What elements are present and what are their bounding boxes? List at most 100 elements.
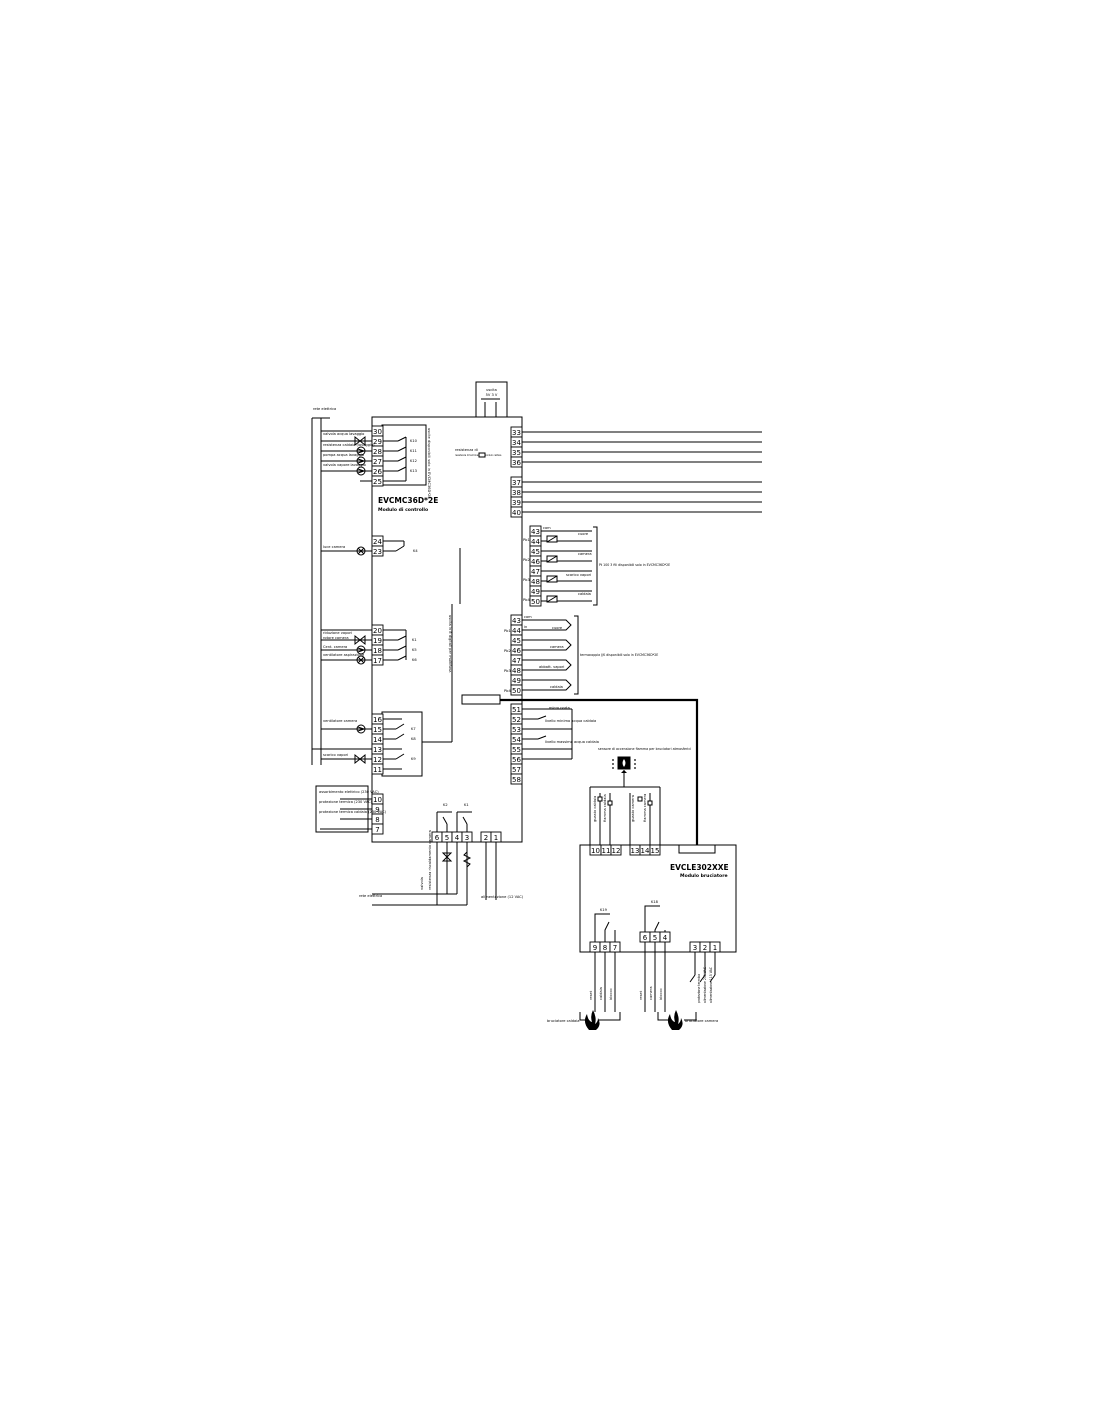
svg-text:45: 45 [512,637,521,645]
tc-label-camera: camera [550,645,564,649]
burner-in-guasto-caldaia: guasto caldaia [593,796,597,822]
svg-text:7: 7 [613,944,617,952]
svg-text:52: 52 [512,716,521,724]
svg-text:49: 49 [512,677,521,685]
input-protezione-caldaia: protezione termica caldaia (230 VAC) [319,810,387,814]
svg-text:53: 53 [512,726,521,734]
burner-module-subtitle: Modulo bruciatore [680,873,728,879]
load-luce-camera: luce camera [323,545,345,549]
svg-text:45: 45 [531,548,540,556]
svg-text:12: 12 [373,756,382,764]
burner-output-wiring [579,942,716,1021]
svg-text:8: 8 [375,816,379,824]
svg-text:55: 55 [512,746,521,754]
flame-icon-chamber [667,1010,683,1030]
bottom-alimentazione-label: alimentazione (12 VAC) [481,895,524,899]
svg-text:26: 26 [373,468,382,476]
burner-module-title: EVCLE302XXE [670,863,729,872]
burner-power-115: alimentazione 115 VAC [709,967,713,1003]
load-resistenza-caldaia: resistenza caldaia (lavaggio) [323,443,375,447]
svg-text:49: 49 [531,588,540,596]
svg-text:36: 36 [512,459,521,467]
pt-wire-com: com [543,526,551,530]
svg-text:37: 37 [512,479,521,487]
burner-in-guasto-camera: guasto camera [631,795,635,822]
tc-label-cuore: cuore [552,626,563,630]
svg-text:43: 43 [512,617,521,625]
bus-cable [500,698,699,845]
burner-wire-b-blocco: blocco [659,988,663,1000]
tc-channel-pb3: Pb3 [504,669,511,673]
load-valvola-acqua: valvola acqua lavaggio [323,432,364,436]
tc-label-abbatt: abbatt. vapori [539,665,564,669]
svg-text:1: 1 [494,834,498,842]
svg-text:1: 1 [713,944,717,952]
svg-text:13: 13 [631,847,640,855]
relay-k1-label: K1 [412,638,417,642]
svg-text:33: 33 [512,429,521,437]
svg-text:15: 15 [373,726,382,734]
input-micro-porta: micro porta [549,706,570,710]
svg-text:7: 7 [375,826,379,834]
tc-label-caldaia: caldaia [550,685,563,689]
pt-probes-wiring [541,526,598,606]
svg-text:2: 2 [703,944,707,952]
terminal-24-label: 24 [373,538,382,546]
load-rotore-camera: rotore camera [323,636,349,640]
input-assorbimento: assorbimento elettrico (230 VAC) [319,790,379,794]
burner-boiler-label: bruciatore caldaia [547,1019,579,1023]
pt-label-scarico: scarico vapori [566,573,591,577]
relay-group-1-contacts [383,436,407,482]
burner-input-terminals: 10 11 12 13 14 15 [589,844,661,856]
digital-inputs-wiring [522,708,573,760]
svg-text:13: 13 [373,746,382,754]
relay-group-1-note: uscite disponibili solo in EVCMC36D*2E [427,428,431,499]
relay-group-2-loads [321,629,372,665]
svg-text:12: 12 [612,847,621,855]
pt-channel-pb2: Pb2 [523,558,530,562]
svg-text:30: 30 [373,428,382,436]
pt-label-cuore: cuore [578,532,589,536]
svg-text:6: 6 [643,934,648,942]
burner-relay-terminals: 9 8 7 6 5 4 3 2 1 [589,931,721,953]
svg-text:57: 57 [512,766,521,774]
burner-in-fiamma-caldaia: fiamma caldaia [603,794,607,822]
relay-group-1-loads [321,430,372,482]
svg-text:17: 17 [373,657,382,665]
burner-wire-a-reset: reset [589,990,593,1000]
pt-channel-pb1: Pb1 [523,538,530,542]
svg-text:4: 4 [455,834,460,842]
bottom-valvola-label: valvola [420,877,424,890]
relay-k12-label: K12 [410,459,417,463]
flame-sensor-label: sensore di accensione fiamma per bruciat… [598,747,691,751]
svg-text:18: 18 [373,647,382,655]
svg-text:47: 47 [512,657,521,665]
burner-wire-a-blocco: blocco [609,988,613,1000]
svg-text:16: 16 [373,716,382,724]
svg-text:56: 56 [512,756,521,764]
lamp-icon [356,546,366,556]
svg-text:58: 58 [512,776,521,784]
load-ventilatore-aspirazione: ventilatore aspirazione [323,653,365,657]
relay-group-3-terminals: 16 15 14 13 12 11 [371,713,384,775]
relay-group-3-loads [312,724,372,765]
tc-probes-terminals: 43 44 45 46 47 48 49 50 [510,614,523,696]
svg-text:5: 5 [445,834,449,842]
relay-k1-bottom-label: K1 [464,803,469,807]
burner-wire-b-reset: reset [639,990,643,1000]
svg-text:50: 50 [531,598,540,606]
relay-k9-label: K9 [411,757,416,761]
burner-power-230: alimentazione 230 VAC [703,967,707,1003]
svg-text:48: 48 [512,667,521,675]
svg-text:47: 47 [531,568,540,576]
terminal-resistor-label-1: resistenza di [455,448,478,452]
bottom-relay-contacts [436,811,472,832]
svg-text:11: 11 [602,847,611,855]
burner-power-protezione: protezione termica [697,974,701,1003]
load-riduzione-vapori: riduzione vapori [323,631,352,635]
relay-k4-label: K4 [413,549,418,553]
svg-text:50: 50 [512,687,521,695]
svg-text:34: 34 [512,439,521,447]
svg-text:5: 5 [653,934,657,942]
bottom-terminals: 6 5 4 3 2 1 [431,831,502,843]
